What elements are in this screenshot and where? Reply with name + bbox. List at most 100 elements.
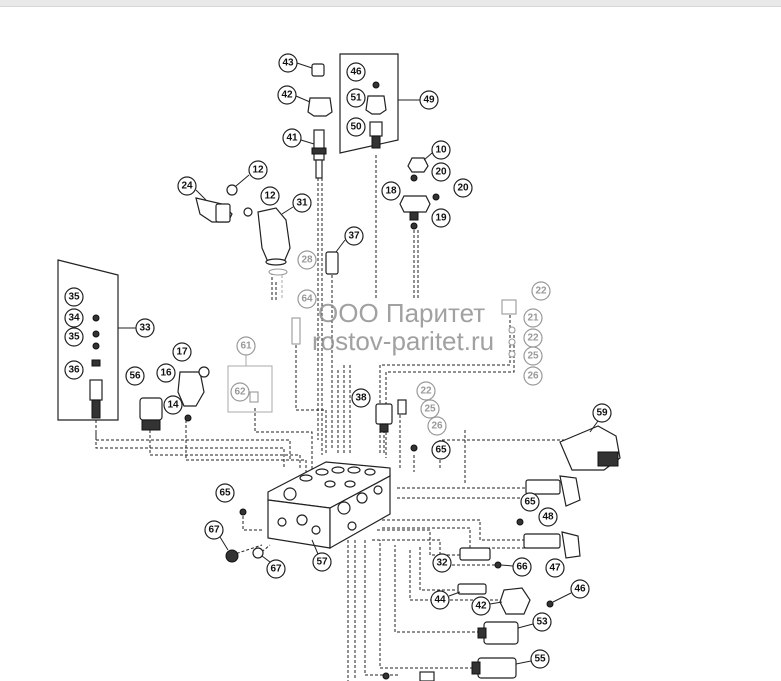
callout-22-top: 22: [531, 281, 551, 301]
part-44-stem: [457, 583, 487, 595]
svg-text:51: 51: [350, 93, 362, 104]
callout-34: 34: [64, 308, 84, 328]
callout-56: 56: [125, 366, 145, 386]
callout-28: 28: [297, 250, 317, 270]
callout-65-right: 65: [520, 492, 540, 512]
svg-text:67: 67: [270, 564, 282, 575]
svg-text:46: 46: [350, 67, 362, 78]
parts: [89, 63, 621, 681]
svg-text:21: 21: [527, 313, 539, 324]
part-42-nut-lower: [499, 587, 531, 615]
callout-57: 57: [312, 552, 332, 572]
frame-61: [227, 365, 273, 413]
svg-text:25: 25: [424, 404, 436, 415]
svg-text:59: 59: [596, 408, 608, 419]
callout-48: 48: [538, 507, 558, 527]
part-51-nut: [365, 95, 387, 115]
svg-text:16: 16: [160, 368, 172, 379]
callout-62: 62: [230, 382, 250, 402]
svg-text:35: 35: [68, 332, 80, 343]
group-frames: [57, 53, 420, 421]
svg-text:36: 36: [68, 365, 80, 376]
svg-text:57: 57: [316, 557, 328, 568]
svg-text:65: 65: [524, 497, 536, 508]
svg-text:34: 34: [68, 313, 80, 324]
part-31-elbow: [257, 207, 291, 263]
watermark-website: rostov-paritet.ru: [312, 326, 494, 356]
svg-text:49: 49: [423, 95, 435, 106]
callout-43: 43: [278, 53, 298, 73]
part-57-valve-block: [267, 461, 391, 550]
svg-text:66: 66: [516, 562, 528, 573]
browser-top-bar: [0, 0, 781, 7]
callout-67-right: 67: [266, 559, 286, 579]
callout-18: 18: [381, 181, 401, 201]
callout-46-lower: 46: [570, 579, 590, 599]
part-37-sensor: [325, 251, 339, 275]
part-53-cartridge: [483, 621, 519, 645]
callout-55: 55: [530, 649, 550, 669]
svg-text:22: 22: [535, 286, 547, 297]
callout-42: 42: [277, 85, 297, 105]
part-41-stem: [313, 129, 325, 161]
callout-22-mid: 22: [523, 328, 543, 348]
svg-text:17: 17: [176, 347, 188, 358]
callout-14: 14: [163, 395, 183, 415]
svg-text:65: 65: [219, 488, 231, 499]
callout-66: 66: [512, 557, 532, 577]
frame-49: [339, 53, 399, 154]
svg-text:64: 64: [301, 294, 313, 305]
callout-26-lower: 26: [427, 416, 447, 436]
svg-text:53: 53: [536, 617, 548, 628]
callout-10: 10: [431, 140, 451, 160]
svg-text:56: 56: [129, 371, 141, 382]
part-43-cap: [311, 63, 325, 77]
callout-21: 21: [523, 308, 543, 328]
part-16-elbow: [177, 371, 205, 407]
svg-text:44: 44: [434, 595, 446, 606]
svg-text:12: 12: [252, 165, 264, 176]
frame-33: [57, 259, 119, 421]
callout-67-left: 67: [204, 520, 224, 540]
callout-65-left: 65: [215, 483, 235, 503]
svg-text:46: 46: [574, 584, 586, 595]
svg-text:31: 31: [296, 198, 308, 209]
callout-41: 41: [282, 128, 302, 148]
callout-50: 50: [346, 117, 366, 137]
svg-text:33: 33: [139, 323, 151, 334]
callout-38: 38: [351, 388, 371, 408]
svg-text:32: 32: [436, 558, 448, 569]
svg-text:12: 12: [264, 191, 276, 202]
svg-text:22: 22: [420, 386, 432, 397]
svg-text:25: 25: [527, 351, 539, 362]
callout-31: 31: [292, 193, 312, 213]
part-38-cartridge: [375, 403, 393, 425]
callout-51: 51: [346, 88, 366, 108]
callout-44: 44: [430, 590, 450, 610]
svg-text:19: 19: [435, 213, 447, 224]
callout-42-lower: 42: [471, 596, 491, 616]
svg-text:42: 42: [281, 90, 293, 101]
svg-text:10: 10: [435, 145, 447, 156]
callout-49: 49: [419, 90, 439, 110]
svg-text:28: 28: [301, 255, 313, 266]
svg-text:43: 43: [282, 58, 294, 69]
watermark-company: ООО Паритет: [318, 298, 485, 328]
callout-17: 17: [172, 342, 192, 362]
part-32-valve: [459, 547, 491, 561]
callout-12-lower: 12: [260, 186, 280, 206]
svg-text:24: 24: [181, 181, 193, 192]
svg-text:14: 14: [167, 400, 179, 411]
svg-text:18: 18: [385, 186, 397, 197]
part-64-pin: [291, 317, 301, 345]
callout-32: 32: [432, 553, 452, 573]
part-21-fitting: [501, 299, 517, 315]
svg-text:67: 67: [208, 525, 220, 536]
callout-19: 19: [431, 208, 451, 228]
part-48-valve: [525, 479, 561, 495]
callout-46-top: 46: [346, 62, 366, 82]
callout-12-upper: 12: [248, 160, 268, 180]
callout-20-lower: 20: [453, 178, 473, 198]
svg-text:61: 61: [240, 341, 252, 352]
